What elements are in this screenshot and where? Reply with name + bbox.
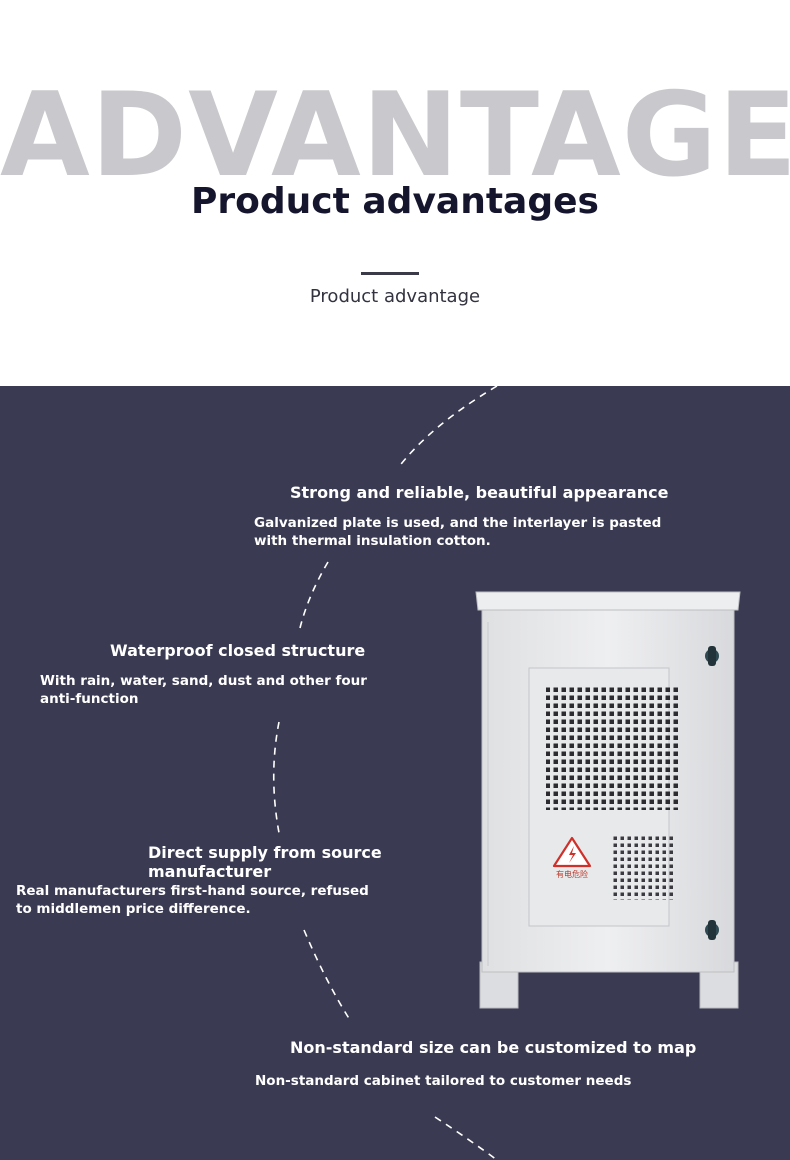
feature-description-line: anti-function bbox=[40, 691, 139, 707]
feature-description-line: Galvanized plate is used, and the interl… bbox=[254, 515, 662, 531]
feature-title-appearance: Strong and reliable, beautiful appearanc… bbox=[290, 483, 669, 502]
feature-description-appearance: Galvanized plate is used, and the interl… bbox=[254, 514, 661, 550]
hero-watermark: ADVANTAGE bbox=[0, 68, 790, 203]
feature-title-line: manufacturer bbox=[148, 862, 272, 881]
feature-description-line: to middlemen price difference. bbox=[16, 901, 251, 917]
warning-label: 有电危险 bbox=[556, 869, 588, 879]
outdoor-cabinet-image: 有电危险 bbox=[475, 591, 741, 1009]
latch-top bbox=[705, 646, 719, 666]
latch-bottom bbox=[705, 920, 719, 940]
feature-title-custom-size: Non-standard size can be customized to m… bbox=[290, 1038, 697, 1057]
hero-section: ADVANTAGE Product advantages Product adv… bbox=[0, 0, 790, 386]
feature-title-line: Direct supply from source bbox=[148, 843, 382, 862]
title-divider bbox=[361, 272, 419, 275]
dashed-arc-decoration bbox=[272, 386, 498, 1160]
feature-description-direct-supply: Real manufacturers first-hand source, re… bbox=[16, 882, 369, 918]
advantages-panel: Strong and reliable, beautiful appearanc… bbox=[0, 386, 790, 1160]
feature-description-line: Non-standard cabinet tailored to custome… bbox=[255, 1073, 632, 1089]
feature-description-waterproof: With rain, water, sand, dust and other f… bbox=[40, 672, 367, 708]
feature-description-line: Real manufacturers first-hand source, re… bbox=[16, 883, 369, 899]
feature-description-line: with thermal insulation cotton. bbox=[254, 533, 491, 549]
high-voltage-warning-icon bbox=[552, 836, 592, 868]
feature-description-custom-size: Non-standard cabinet tailored to custome… bbox=[255, 1072, 631, 1090]
feature-title-waterproof: Waterproof closed structure bbox=[110, 641, 366, 660]
feature-title-direct-supply: Direct supply from source manufacturer bbox=[148, 843, 382, 881]
page-subtitle: Product advantage bbox=[309, 286, 481, 307]
feature-description-line: With rain, water, sand, dust and other f… bbox=[40, 673, 367, 689]
page-title: Product advantages bbox=[191, 181, 599, 222]
